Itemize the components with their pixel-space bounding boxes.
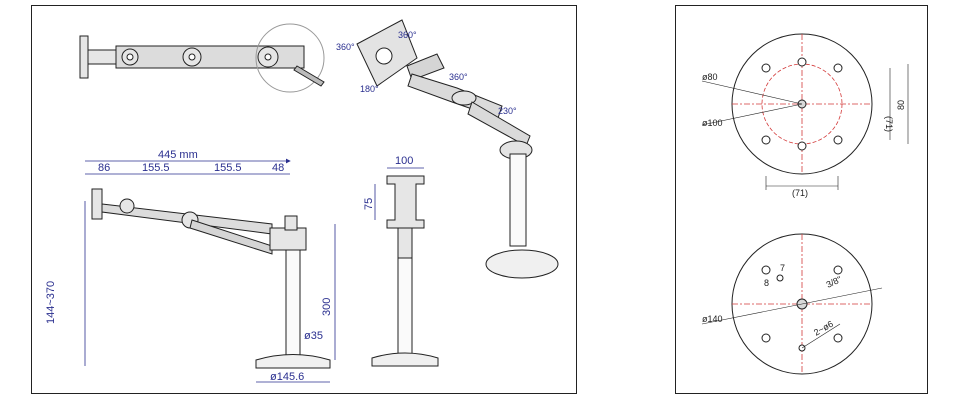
side-view — [91, 188, 331, 369]
rotation-label: 360° — [336, 42, 355, 52]
pole-diameter-label: ø35 — [304, 330, 323, 342]
monitor-arm-drawing-panel: 360° 360° 360° 180° 230° 445 mm 86 155.5… — [31, 5, 577, 394]
top-diameter-1: ø80 — [702, 72, 718, 82]
side-base — [255, 354, 331, 369]
rotation-label: 180° — [360, 84, 379, 94]
front-joint — [397, 227, 413, 259]
bottom-holes: 2~ø6 — [812, 319, 835, 338]
top-plate: ø80 ø100 (71) (71) 80 — [701, 33, 909, 198]
rotation-label: 360° — [449, 72, 468, 82]
top-diameter-2: ø100 — [702, 118, 723, 128]
side-dimensions — [84, 158, 336, 383]
side-vesa-plate — [91, 188, 103, 220]
segment-label: 155.5 — [214, 162, 242, 174]
top-v-outer: 80 — [896, 100, 906, 110]
vesa-width-label: 100 — [395, 155, 413, 167]
vesa-height-label: 75 — [363, 198, 375, 210]
height-range-label: 144~370 — [45, 281, 57, 324]
segment-label: 86 — [98, 162, 110, 174]
segment-label: 48 — [272, 162, 284, 174]
pole-perspective — [509, 153, 527, 247]
bottom-dim-a: 7 — [780, 263, 785, 273]
top-plate-holes — [761, 57, 843, 151]
vesa-plate-edge — [79, 35, 89, 79]
front-dimensions — [374, 167, 424, 220]
rotation-circle — [255, 23, 325, 93]
base-diameter-label: ø145.6 — [270, 371, 304, 383]
bottom-dim-b: 8 — [764, 278, 769, 288]
side-clamp — [269, 227, 307, 251]
side-dimension-text: 445 mm 86 155.5 155.5 48 144~370 300 ø35… — [45, 149, 333, 383]
mounting-plates-drawing: ø80 ø100 (71) (71) 80 ø140 3/8" 2~ø6 7 8 — [701, 33, 909, 375]
reach-total-label: 445 mm — [158, 149, 198, 161]
monitor-arm-drawing: 360° 360° 360° 180° 230° 445 mm 86 155.5… — [45, 19, 559, 383]
mounting-plates-panel: ø80 ø100 (71) (71) 80 ø140 3/8" 2~ø6 7 8 — [675, 5, 928, 394]
bottom-plate: ø140 3/8" 2~ø6 7 8 — [701, 233, 883, 375]
bottom-diameter: ø140 — [702, 314, 723, 324]
front-pole — [397, 257, 413, 359]
tilt-block — [87, 49, 117, 65]
top-h-spacing: (71) — [792, 188, 808, 198]
rotation-label: 230° — [498, 106, 517, 116]
rotation-label: 360° — [398, 30, 417, 40]
tension-lever — [293, 65, 325, 87]
top-v-spacing: (71) — [884, 116, 894, 132]
base-perspective — [485, 249, 559, 279]
front-base — [371, 352, 439, 367]
bottom-thread: 3/8" — [825, 274, 843, 290]
arm-top-view — [79, 23, 325, 93]
front-view — [371, 175, 439, 367]
side-arm-2 — [189, 219, 273, 255]
side-pole — [285, 249, 301, 361]
segment-label: 155.5 — [142, 162, 170, 174]
rotation-labels: 360° 360° 360° 180° 230° — [336, 30, 517, 116]
front-vesa-plate — [386, 175, 425, 229]
arm-perspective-view — [356, 19, 559, 279]
pole-height-label: 300 — [321, 298, 333, 316]
